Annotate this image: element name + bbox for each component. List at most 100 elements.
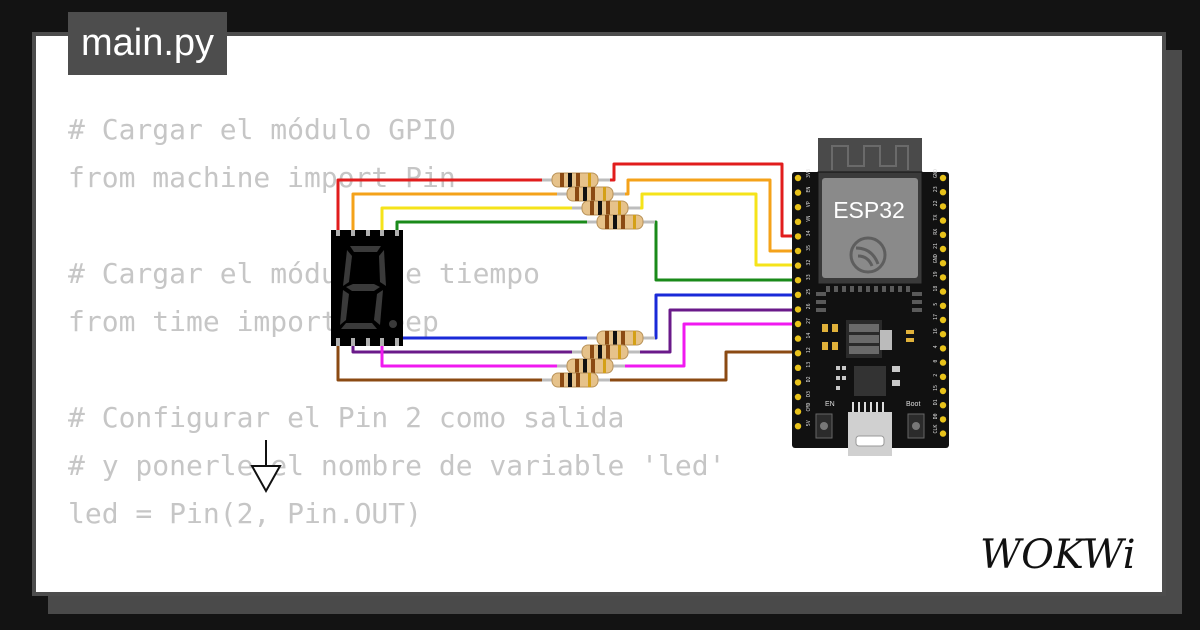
wire-orange-display: [351, 192, 565, 236]
pin-label: D3: [806, 391, 812, 397]
pin-right[interactable]: [939, 387, 947, 395]
resistor: [557, 186, 625, 202]
pin-left[interactable]: [794, 320, 802, 328]
wire-green-display: [395, 220, 595, 236]
pin-label: 15: [933, 385, 939, 391]
pin-label: 14: [806, 333, 812, 339]
pin-label: 17: [933, 314, 939, 320]
wire-brown-display: [336, 338, 550, 382]
pin-left[interactable]: [794, 262, 802, 269]
pin-left[interactable]: [794, 423, 802, 430]
pin-label: 5: [933, 303, 939, 306]
pin-left[interactable]: [794, 189, 802, 196]
pin-right[interactable]: [939, 231, 947, 238]
pin-right[interactable]: [939, 359, 947, 366]
wire-red-display: [336, 178, 550, 236]
pin-label: D0: [933, 413, 939, 419]
pin-label: D2: [806, 376, 812, 382]
pin-left[interactable]: [794, 379, 802, 386]
pin-label: VP: [806, 201, 812, 207]
pin-label: 18: [933, 286, 939, 292]
pin-left[interactable]: [794, 291, 802, 298]
pin-label: 32: [806, 260, 812, 266]
pin-label: 4: [933, 345, 939, 348]
resistor: [542, 172, 610, 188]
code-line: # Cargar el módulo de tiempo: [68, 257, 541, 290]
wire-magenta-board: [612, 322, 800, 368]
pin-label: 16: [933, 328, 939, 334]
pin-right[interactable]: [939, 274, 947, 281]
usb-port: [848, 412, 892, 456]
pin-label: 21: [933, 243, 939, 249]
wire-red-board: [600, 162, 800, 238]
resistor: [542, 372, 610, 388]
pin-right[interactable]: [939, 189, 947, 196]
pin-left[interactable]: [794, 335, 802, 342]
pin-left[interactable]: [794, 350, 802, 357]
pin-right[interactable]: [939, 217, 947, 224]
pin-right[interactable]: [939, 288, 947, 295]
pin-left[interactable]: [794, 204, 802, 211]
file-tab[interactable]: main.py: [68, 12, 228, 75]
pin-label: CLK: [933, 425, 939, 434]
pin-label: VN: [806, 216, 812, 222]
esp32-label: ESP32: [833, 197, 905, 223]
wokwi-logo: WOKWi: [980, 532, 1136, 576]
wire-magenta-display: [380, 338, 565, 368]
pin-right[interactable]: [939, 345, 947, 352]
pin-label: CMD: [806, 403, 812, 412]
wire-yellow-display: [380, 206, 580, 236]
resistor: [587, 214, 655, 230]
pin-right[interactable]: [939, 302, 947, 309]
pin-label: 3V3: [806, 169, 812, 178]
pin-label: 34: [806, 230, 812, 236]
resistor: [557, 358, 625, 374]
pin-left[interactable]: [794, 393, 802, 401]
pin-label: 23: [933, 186, 939, 192]
pin-right[interactable]: [939, 203, 947, 210]
pin-left[interactable]: [794, 277, 802, 284]
code-line: # y ponerle el nombre de variable 'led': [68, 449, 726, 482]
pin-left[interactable]: [794, 306, 802, 313]
pin-right[interactable]: [939, 416, 947, 423]
wire-brown-board: [600, 350, 800, 382]
pin-label: TX: [933, 215, 939, 221]
resistor: [572, 200, 640, 216]
pin-right[interactable]: [939, 402, 947, 409]
pin-label: 33: [806, 274, 812, 280]
pin-right[interactable]: [939, 260, 947, 267]
wire-yellow-board: [626, 192, 800, 267]
ground-symbol-icon: [250, 440, 282, 494]
boot-button[interactable]: [907, 413, 925, 439]
pin-right[interactable]: [939, 331, 947, 338]
pin-right[interactable]: [939, 430, 947, 437]
pin-label: 26: [806, 303, 812, 309]
esp32-board: ESP32 EN Boot: [792, 138, 949, 456]
pin-left[interactable]: [794, 364, 802, 371]
pin-right[interactable]: [939, 316, 947, 324]
code-line: # Configurar el Pin 2 como salida: [68, 401, 625, 434]
pin-left[interactable]: [794, 233, 802, 240]
espressif-logo-icon: [849, 236, 887, 274]
pin-right[interactable]: [939, 245, 947, 253]
pin-right[interactable]: [939, 174, 947, 182]
pin-right[interactable]: [939, 373, 947, 380]
pin-label: 27: [806, 318, 812, 324]
file-tab-label: main.py: [81, 22, 215, 64]
wire-purple-board: [626, 308, 800, 354]
pin-label: D1: [933, 399, 939, 405]
en-label: EN: [825, 401, 835, 408]
en-button[interactable]: [815, 413, 833, 439]
pin-label: 35: [806, 245, 812, 251]
pin-label: GND: [933, 254, 939, 263]
pin-left[interactable]: [794, 218, 802, 225]
pin-left[interactable]: [794, 174, 802, 182]
pin-left[interactable]: [794, 408, 802, 415]
code-line: led = Pin(2, Pin.OUT): [68, 497, 423, 530]
resistor: [572, 344, 640, 360]
pin-label: 25: [806, 289, 812, 295]
pin-label: GND: [933, 169, 939, 178]
pin-left[interactable]: [794, 247, 802, 255]
